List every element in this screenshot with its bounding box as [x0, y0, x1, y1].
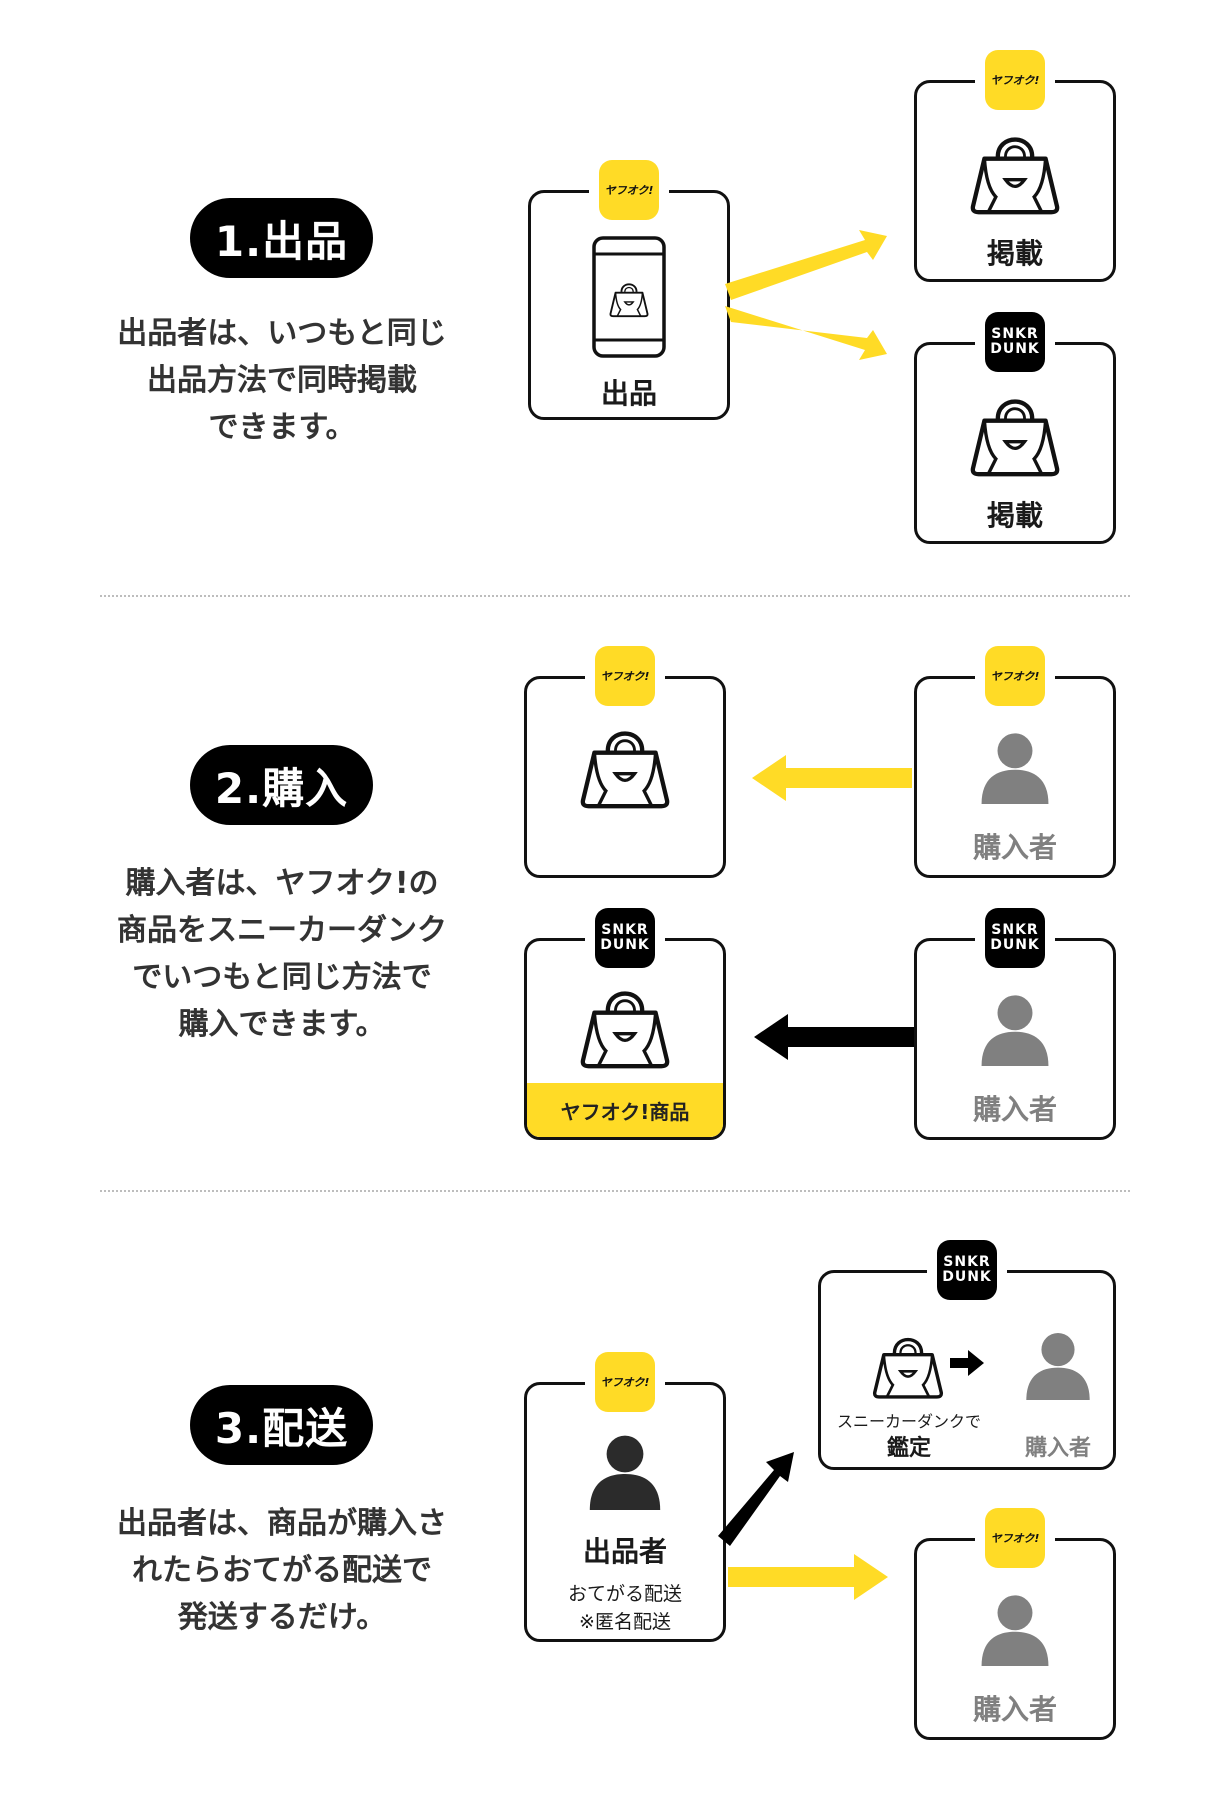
arrow-icon	[752, 755, 912, 801]
seller-label: 出品者	[582, 1535, 667, 1568]
snkr-delivery-buyer-label: 購入者	[1024, 1436, 1091, 1461]
section-divider	[100, 1190, 1130, 1192]
snkrdunk-badge: SNKR DUNK	[985, 312, 1045, 372]
arrow-icon	[725, 230, 887, 360]
yahoo-auction-badge: ヤフオク!	[985, 1508, 1045, 1568]
bag-icon	[967, 130, 1063, 216]
listing-snkr-label: 掲載	[986, 499, 1043, 532]
snkrdunk-badge: SNKR DUNK	[985, 908, 1045, 968]
step-1-description: 出品者は、いつもと同じ 出品方法で同時掲載 できます。	[117, 316, 447, 445]
step-2-description: 購入者は、ヤフオク!の 商品をスニーカーダンク でいつもと同じ方法で 購入できま…	[117, 866, 447, 1042]
yahoo-auction-badge: ヤフオク!	[599, 160, 659, 220]
person-icon	[589, 1435, 661, 1510]
authentication-caption: スニーカーダンクで	[836, 1412, 981, 1431]
arrow-icon	[754, 1014, 914, 1060]
yahoo-auction-badge: ヤフオク!	[595, 646, 655, 706]
yahoo-delivery-buyer-label: 購入者	[972, 1693, 1057, 1726]
person-icon	[981, 1595, 1049, 1666]
listing-yahoo-label: 掲載	[986, 237, 1043, 270]
authentication-label: 鑑定	[886, 1436, 931, 1461]
yahoo-auction-badge: ヤフオク!	[595, 1352, 655, 1412]
listing-source-label: 出品	[600, 377, 657, 410]
phone-icon	[592, 236, 666, 358]
snkr-buyer-label: 購入者	[972, 1093, 1057, 1126]
snkr-buyer-box	[914, 938, 1116, 1140]
yahoo-item-strip: ヤフオク!商品	[527, 1083, 723, 1137]
step-3-description: 出品者は、商品が購入さ れたらおてがる配送で 発送するだけ。	[117, 1506, 447, 1635]
seller-shipping-label: おてがる配送	[567, 1583, 682, 1605]
person-icon	[981, 733, 1049, 804]
anonymous-shipping-note: ※匿名配送	[579, 1611, 671, 1633]
bag-icon	[872, 1337, 944, 1399]
bag-icon	[577, 724, 673, 810]
bag-icon	[967, 392, 1063, 478]
step-3-pill: 3.配送	[190, 1385, 373, 1465]
yahoo-auction-badge: ヤフオク!	[985, 50, 1045, 110]
arrow-icon	[950, 1350, 984, 1376]
yahoo-buyer-label: 購入者	[972, 831, 1057, 864]
arrow-icon	[718, 1452, 794, 1546]
step-2-pill: 2.購入	[190, 745, 373, 825]
arrow-icon	[728, 1554, 888, 1600]
bag-icon	[577, 984, 673, 1070]
step-1-pill: 1.出品	[190, 198, 373, 278]
section-divider	[100, 595, 1130, 597]
snkrdunk-badge: SNKR DUNK	[937, 1240, 997, 1300]
snkr-item-box: ヤフオク!商品	[524, 938, 726, 1140]
yahoo-auction-badge: ヤフオク!	[985, 646, 1045, 706]
person-icon	[1026, 1333, 1090, 1400]
person-icon	[981, 995, 1049, 1066]
snkrdunk-badge: SNKR DUNK	[595, 908, 655, 968]
